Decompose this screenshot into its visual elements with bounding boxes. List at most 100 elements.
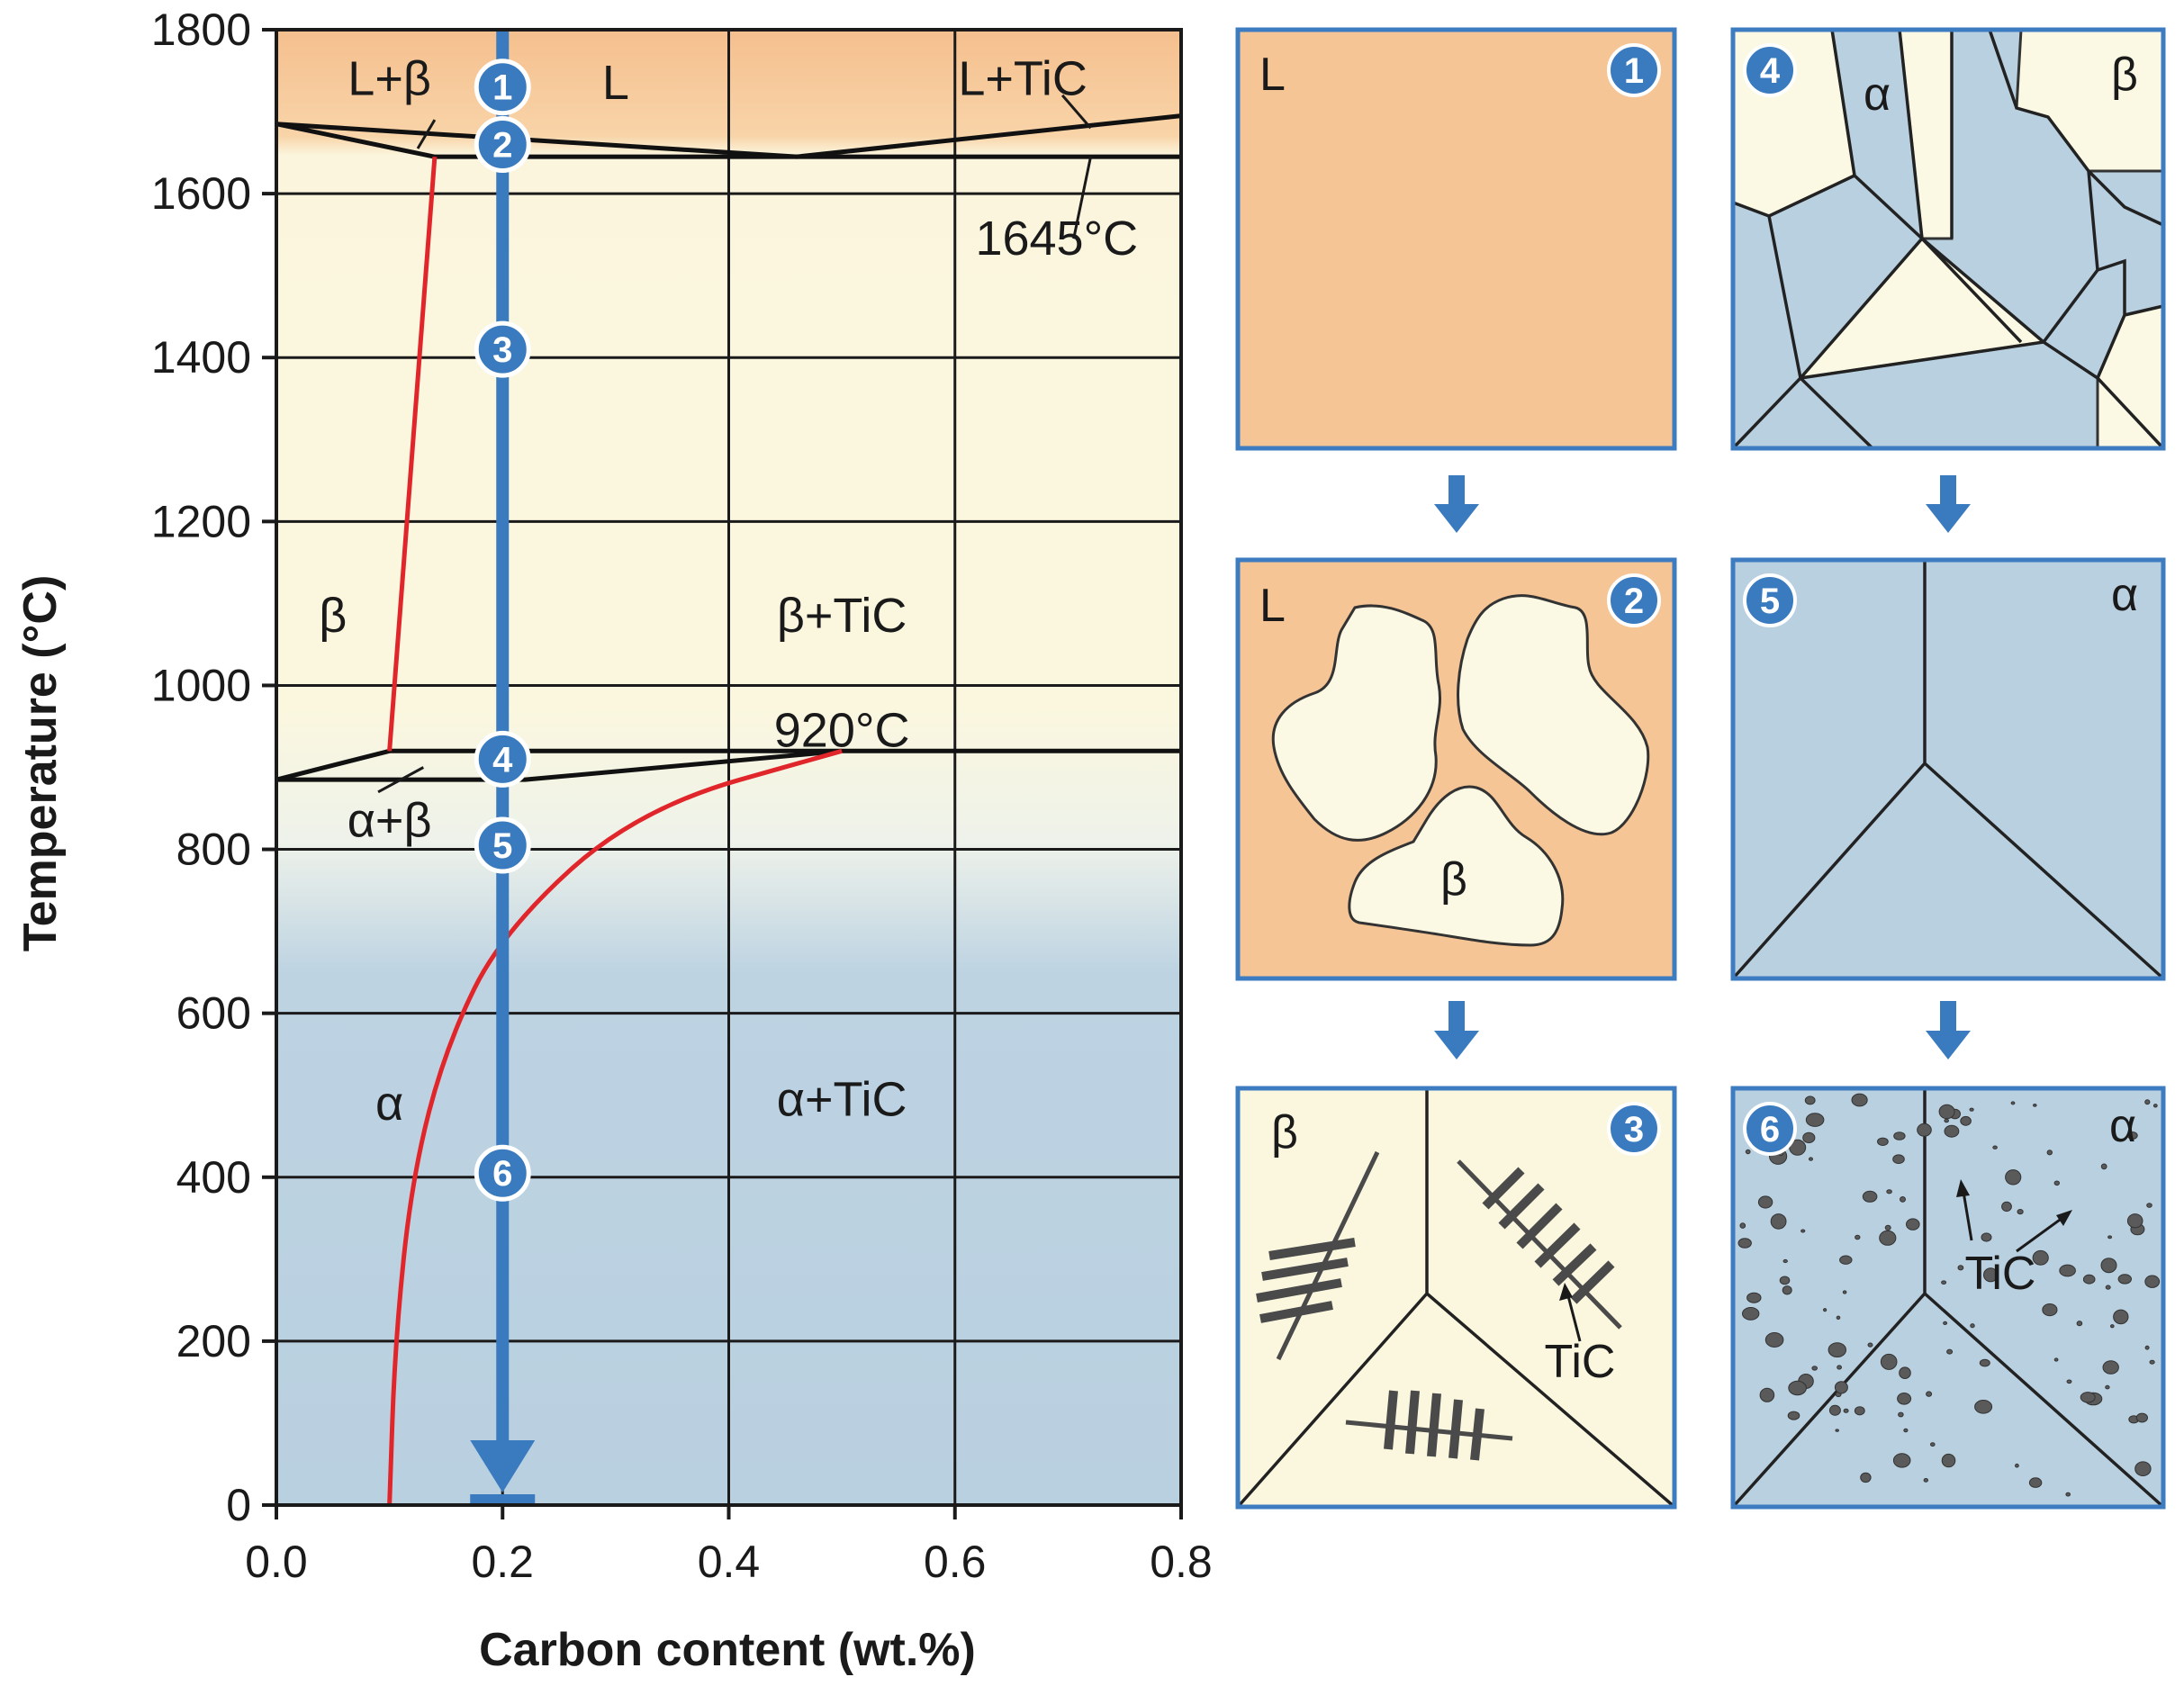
panel-4-grain-boundaries	[1731, 29, 2165, 450]
tic-particle	[1843, 1408, 1849, 1413]
tic-particle	[1759, 1387, 1775, 1402]
tic-particle	[1802, 1132, 1816, 1144]
tic-particle	[2144, 1275, 2161, 1288]
svg-text:6: 6	[492, 1154, 512, 1194]
tic-particle	[1739, 1222, 1746, 1229]
region-label-0: L	[602, 56, 629, 110]
tic-particle	[2100, 1258, 2117, 1274]
tic-particle	[1981, 1232, 1992, 1242]
tic-particle	[2042, 1303, 2058, 1317]
tic-particle	[1835, 1429, 1839, 1432]
panel-3-beta-tic: TiC β 3	[1235, 1086, 1677, 1510]
tic-particle	[2046, 1150, 2053, 1156]
tic-particle	[1854, 1406, 1865, 1416]
y-axis-label: Temperature (°C)	[14, 575, 67, 952]
tic-pointer-6b-head	[2056, 1210, 2072, 1226]
solvus-beta-TiC	[387, 156, 438, 752]
beta-grain-3	[1348, 785, 1565, 947]
tic-pointer-6a-head	[1956, 1179, 1970, 1197]
leader-1645	[1072, 156, 1092, 239]
region-label-2: L+TiC	[958, 52, 1087, 106]
panel-4-border	[1730, 27, 2166, 451]
tic-particle	[1805, 1113, 1825, 1127]
arrow-5-to-6	[1926, 1001, 1971, 1059]
x-tick-label-0.4: 0.4	[698, 1537, 761, 1587]
tic-particle	[1811, 1366, 1818, 1371]
panel-6-phase-label: α	[2109, 1100, 2136, 1152]
panel-4-alpha-label: α	[1864, 68, 1891, 121]
tic-particle	[1757, 1195, 1773, 1209]
tic-particle	[1877, 1137, 1889, 1147]
temp-annotation-0: 1645°C	[975, 212, 1138, 266]
tic-particle	[1860, 1472, 1872, 1483]
tic-particle	[1737, 1238, 1752, 1249]
tic-particle	[1828, 1404, 1841, 1416]
y-tick-label-0: 0	[226, 1480, 251, 1530]
panel-2-phase-label: L	[1259, 580, 1286, 632]
x-tick-label-0.0: 0.0	[245, 1537, 308, 1587]
tic-particle	[1836, 1315, 1841, 1321]
phase-line-liquidus-L-beta-upper	[275, 122, 798, 159]
tic-particle	[1900, 1196, 1906, 1203]
phase-line-liquidus-TiC	[796, 113, 1182, 159]
x-tick-label-0.6: 0.6	[924, 1537, 987, 1587]
tic-particle	[1770, 1213, 1787, 1230]
tic-particle	[2033, 1104, 2037, 1107]
panel-4-badge: 4	[1743, 43, 1797, 97]
leader-alpha-beta	[377, 766, 425, 794]
tic-colony-1	[1256, 1150, 1380, 1361]
tic-particle	[1969, 1107, 1974, 1112]
svg-text:5: 5	[1760, 582, 1780, 621]
tic-particle	[1886, 1189, 1892, 1195]
panel-5-border	[1730, 557, 2166, 981]
arrow-4-to-5	[1926, 475, 1971, 533]
tic-particle	[1992, 1145, 1998, 1150]
region-label-5: α+β	[347, 794, 432, 848]
tic-particle	[2107, 1235, 2113, 1240]
panel-3-tic-label: TiC	[1545, 1336, 1616, 1388]
tic-particle	[2144, 1345, 2150, 1350]
phase-boundaries	[275, 94, 1182, 1506]
svg-text:2: 2	[1624, 582, 1644, 621]
y-tick-label-1200: 1200	[151, 496, 251, 546]
region-label-1: L+β	[347, 52, 431, 106]
tic-particle	[1944, 1118, 1949, 1123]
tic-particle	[1917, 1122, 1932, 1137]
panel-3-phase-label: β	[1271, 1106, 1298, 1159]
tic-particle	[2080, 1392, 2096, 1403]
svg-text:1: 1	[1624, 51, 1644, 91]
tic-particle	[2134, 1461, 2152, 1476]
tic-particle	[1983, 1267, 1999, 1283]
tic-particle	[2053, 1180, 2061, 1186]
y-tick-label-600: 600	[176, 988, 251, 1039]
tic-particle	[1839, 1255, 1853, 1265]
tic-particle	[1742, 1307, 1760, 1321]
panel-5-grain-boundaries	[1731, 560, 2165, 980]
tic-particle	[1809, 1157, 1813, 1161]
tic-particle	[2076, 1321, 2083, 1327]
tic-particle	[1789, 1139, 1807, 1156]
svg-text:1: 1	[492, 68, 512, 108]
y-tick-label-1000: 1000	[151, 660, 251, 710]
tic-particle	[1941, 1453, 1956, 1468]
panel-5-badge: 5	[1743, 573, 1797, 627]
tic-particle	[2126, 1132, 2138, 1140]
tic-particle	[2110, 1324, 2115, 1329]
tic-particle	[1782, 1285, 1792, 1295]
y-tick-label-800: 800	[176, 825, 251, 875]
tic-particle	[1903, 1428, 1909, 1433]
tic-particle	[1823, 1308, 1828, 1312]
panel-6-tic-label: TiC	[1965, 1248, 2036, 1300]
step-badge-5: 5	[474, 816, 531, 874]
tic-particle	[1944, 1124, 1960, 1138]
x-axis-label: Carbon content (wt.%)	[479, 1624, 976, 1676]
tic-particle	[1880, 1353, 1898, 1370]
tic-particle	[1867, 1342, 1873, 1348]
region-label-3: β	[319, 589, 347, 643]
